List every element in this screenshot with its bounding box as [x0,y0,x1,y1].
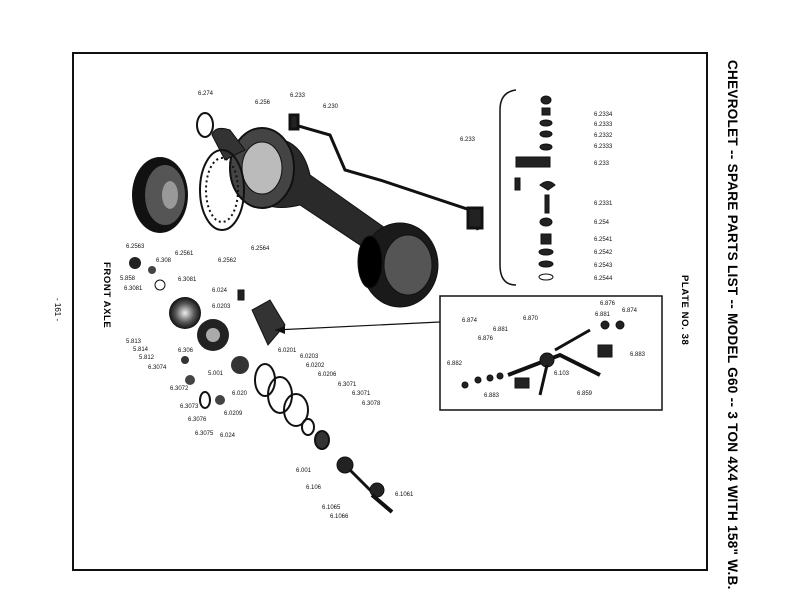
inset-box [439,295,663,411]
label-62331: 6.2331 [594,201,613,207]
king-pin-parts [514,95,556,281]
part-labels: 6.274 6.256 6.233 6.230 6.233 6.2334 6.2… [120,91,646,520]
label-5001: 5.001 [208,371,224,377]
label-61066: 6.1066 [330,514,349,520]
label-6106: 6.106 [306,485,322,491]
label-5812: 5.812 [139,355,155,361]
label-60206: 6.0206 [318,372,337,378]
label-6882: 6.882 [447,361,463,367]
label-6883: 6.883 [630,352,646,358]
inset-pointer [274,321,441,331]
label-62563: 6.2563 [126,244,145,250]
label-6876: 6.876 [478,336,494,342]
label-62333: 6.2333 [594,144,613,150]
axle-shaft [336,456,394,514]
label-6103: 6.103 [554,371,570,377]
label-62332: 6.2332 [594,133,613,139]
label-6233: 6.233 [290,93,306,99]
label-6230: 6.230 [323,104,339,110]
label-63075: 6.3075 [195,431,214,437]
cover-gasket [199,149,245,231]
label-6233: 6.233 [460,137,476,143]
label-5858: 5.858 [120,276,136,282]
label-60202: 6.0202 [306,363,325,369]
label-62543: 6.2543 [594,263,613,269]
seal-ring-6274 [196,112,214,138]
label-62333: 6.2333 [594,122,613,128]
label-6024: 6.024 [220,433,236,439]
label-6881: 6.881 [493,327,509,333]
label-63081: 6.3081 [178,277,197,283]
label-6308: 6.308 [156,258,172,264]
inset-linkage [461,320,625,396]
label-61065: 6.1065 [322,505,341,511]
label-6024: 6.024 [212,288,228,294]
label-5813: 5.813 [126,339,142,345]
label-63071: 6.3071 [338,382,357,388]
label-63074: 6.3074 [148,365,167,371]
label-6001: 6.001 [296,468,312,474]
label-6254: 6.254 [594,220,610,226]
label-63076: 6.3076 [188,417,207,423]
label-62542: 6.2542 [594,250,613,256]
label-62564: 6.2564 [251,246,270,252]
label-6876: 6.876 [600,301,616,307]
label-62562: 6.2562 [218,258,237,264]
label-63073: 6.3073 [180,404,199,410]
label-62334: 6.2334 [594,112,613,118]
label-60203: 6.0203 [212,304,231,310]
label-6233: 6.233 [594,161,610,167]
cover-plate [132,157,188,233]
label-6881: 6.881 [595,312,611,318]
label-6274: 6.274 [198,91,214,97]
bearing-rings [199,363,330,450]
label-63078: 6.3078 [362,401,381,407]
label-6883: 6.883 [484,393,500,399]
label-62544: 6.2544 [594,276,613,282]
label-61061: 6.1061 [395,492,414,498]
axle-housing [211,127,439,308]
label-6874: 6.874 [622,308,638,314]
label-6256: 6.256 [255,100,271,106]
label-63072: 6.3072 [170,386,189,392]
label-63071: 6.3071 [352,391,371,397]
label-63081: 6.3081 [124,286,143,292]
bracket [499,89,517,286]
label-5814: 5.814 [133,347,149,353]
label-62561: 6.2561 [175,251,194,257]
plate-border [72,52,708,571]
label-60201: 6.0201 [278,348,297,354]
label-6306: 6.306 [178,348,194,354]
label-60209: 6.0209 [224,411,243,417]
label-6874: 6.874 [462,318,478,324]
tie-rod [288,113,484,231]
label-6020: 6.020 [232,391,248,397]
label-6859: 6.859 [577,391,593,397]
label-6870: 6.870 [523,316,539,322]
steering-arm [237,289,286,346]
hub-assembly [129,257,249,405]
label-62541: 6.2541 [594,237,613,243]
label-60203: 6.0203 [300,354,319,360]
